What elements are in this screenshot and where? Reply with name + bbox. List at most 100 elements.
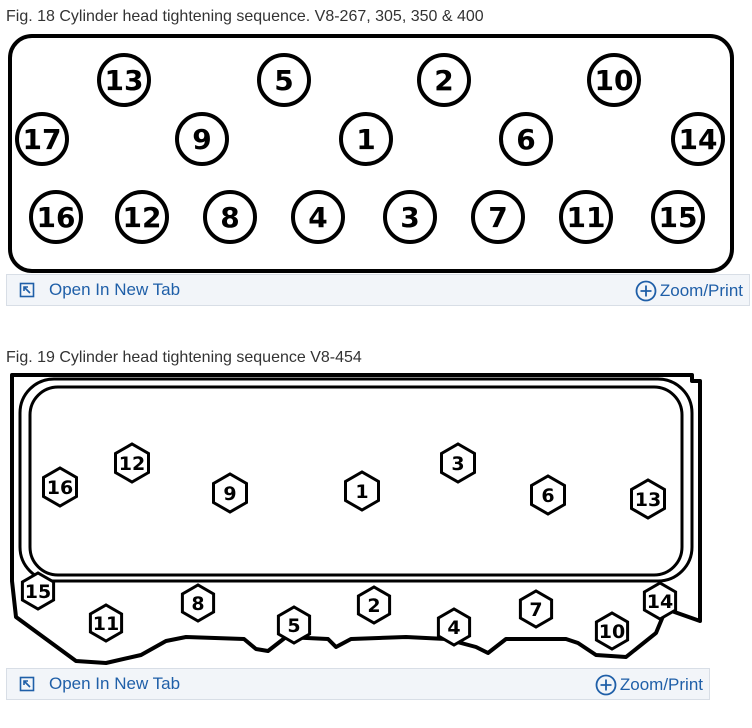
figure-18-toolbar: Open In New Tab Zoom/Print xyxy=(6,274,750,306)
bolt-number: 7 xyxy=(488,201,507,234)
open-in-new-tab-link[interactable]: Open In New Tab xyxy=(19,280,180,300)
figure-19-caption: Fig. 19 Cylinder head tightening sequenc… xyxy=(6,349,362,366)
bolt-number: 8 xyxy=(220,201,239,234)
zoom-print-link[interactable]: Zoom/Print xyxy=(635,280,743,302)
bolt-7: 7 xyxy=(518,589,554,629)
bolt-number: 12 xyxy=(123,201,162,234)
bolt-9: 9 xyxy=(212,472,248,514)
bolt-number: 10 xyxy=(599,621,625,643)
bolt-4: 4 xyxy=(291,190,345,244)
bolt-number: 11 xyxy=(567,201,606,234)
bolt-number: 8 xyxy=(191,593,204,615)
bolt-circle xyxy=(29,190,83,244)
bolt-hex xyxy=(642,581,678,621)
zoom-plus-icon xyxy=(595,674,617,696)
bolt-hex xyxy=(630,478,666,520)
bolt-13: 13 xyxy=(630,478,666,520)
zoom-print-link[interactable]: Zoom/Print xyxy=(595,674,703,696)
bolt-circle xyxy=(257,53,311,107)
bolt-10: 10 xyxy=(587,53,641,107)
figure-19-toolbar: Open In New Tab Zoom/Print xyxy=(6,668,710,700)
bolt-hex xyxy=(356,585,392,625)
bolt-number: 7 xyxy=(529,599,542,621)
open-in-new-tab-label: Open In New Tab xyxy=(49,674,181,693)
gasket-inner-line xyxy=(28,385,684,577)
bolt-circle xyxy=(471,190,525,244)
bolt-1: 1 xyxy=(339,112,393,166)
bolt-11: 11 xyxy=(559,190,613,244)
bolt-circle xyxy=(291,190,345,244)
bolt-hex xyxy=(114,442,150,484)
bolt-16: 16 xyxy=(42,466,78,508)
bolt-circle xyxy=(97,53,151,107)
bolt-number: 16 xyxy=(47,477,73,499)
bolt-number: 12 xyxy=(119,453,145,475)
bolt-1: 1 xyxy=(344,470,380,512)
bolt-number: 13 xyxy=(635,489,661,511)
bolt-2: 2 xyxy=(417,53,471,107)
bolt-number: 4 xyxy=(308,201,327,234)
figure-18-caption: Fig. 18 Cylinder head tightening sequenc… xyxy=(6,8,484,25)
bolt-hex xyxy=(440,442,476,484)
bolt-6: 6 xyxy=(499,112,553,166)
bolt-hex xyxy=(594,611,630,651)
bolt-3: 3 xyxy=(440,442,476,484)
bolt-17: 17 xyxy=(15,112,69,166)
bolt-12: 12 xyxy=(115,190,169,244)
bolt-hex xyxy=(88,603,124,643)
open-in-new-tab-icon xyxy=(19,676,35,692)
bolt-number: 5 xyxy=(274,64,293,97)
bolt-circle xyxy=(383,190,437,244)
bolt-number: 6 xyxy=(541,485,554,507)
bolt-number: 13 xyxy=(105,64,144,97)
bolt-number: 4 xyxy=(447,617,460,639)
bolt-hex xyxy=(276,605,312,645)
bolt-8: 8 xyxy=(180,583,216,623)
bolt-circle xyxy=(339,112,393,166)
bolt-circle xyxy=(203,190,257,244)
bolt-15: 15 xyxy=(20,571,56,611)
bolt-15: 15 xyxy=(651,190,705,244)
open-in-new-tab-link[interactable]: Open In New Tab xyxy=(19,674,180,694)
bolt-circle xyxy=(499,112,553,166)
bolt-number: 3 xyxy=(400,201,419,234)
bolt-hex xyxy=(344,470,380,512)
bolt-5: 5 xyxy=(257,53,311,107)
bolt-number: 17 xyxy=(23,123,62,156)
bolt-hex xyxy=(530,474,566,516)
bolt-number: 2 xyxy=(367,595,380,617)
bolt-8: 8 xyxy=(203,190,257,244)
bolt-hex xyxy=(436,607,472,647)
bolt-hex xyxy=(42,466,78,508)
bolt-circle xyxy=(651,190,705,244)
bolt-number: 3 xyxy=(451,453,464,475)
bolt-circle xyxy=(559,190,613,244)
bolt-number: 6 xyxy=(516,123,535,156)
gasket-outer-line xyxy=(18,377,694,583)
bolt-number: 1 xyxy=(355,481,368,503)
bolt-9: 9 xyxy=(175,112,229,166)
bolt-number: 14 xyxy=(679,123,718,156)
bolt-14: 14 xyxy=(671,112,725,166)
open-in-new-tab-icon xyxy=(19,282,35,298)
bolt-13: 13 xyxy=(97,53,151,107)
bolt-hex xyxy=(180,583,216,623)
bolt-number: 9 xyxy=(223,483,236,505)
bolt-circle xyxy=(417,53,471,107)
bolt-14: 14 xyxy=(642,581,678,621)
bolt-number: 5 xyxy=(287,615,300,637)
bolt-10: 10 xyxy=(594,611,630,651)
bolt-4: 4 xyxy=(436,607,472,647)
zoom-print-label: Zoom/Print xyxy=(619,675,703,694)
bolt-number: 1 xyxy=(356,123,375,156)
bolt-number: 10 xyxy=(595,64,634,97)
open-in-new-tab-label: Open In New Tab xyxy=(49,280,181,299)
bolt-circle xyxy=(15,112,69,166)
bolt-12: 12 xyxy=(114,442,150,484)
bolt-circle xyxy=(587,53,641,107)
bolt-16: 16 xyxy=(29,190,83,244)
bolt-circle xyxy=(115,190,169,244)
